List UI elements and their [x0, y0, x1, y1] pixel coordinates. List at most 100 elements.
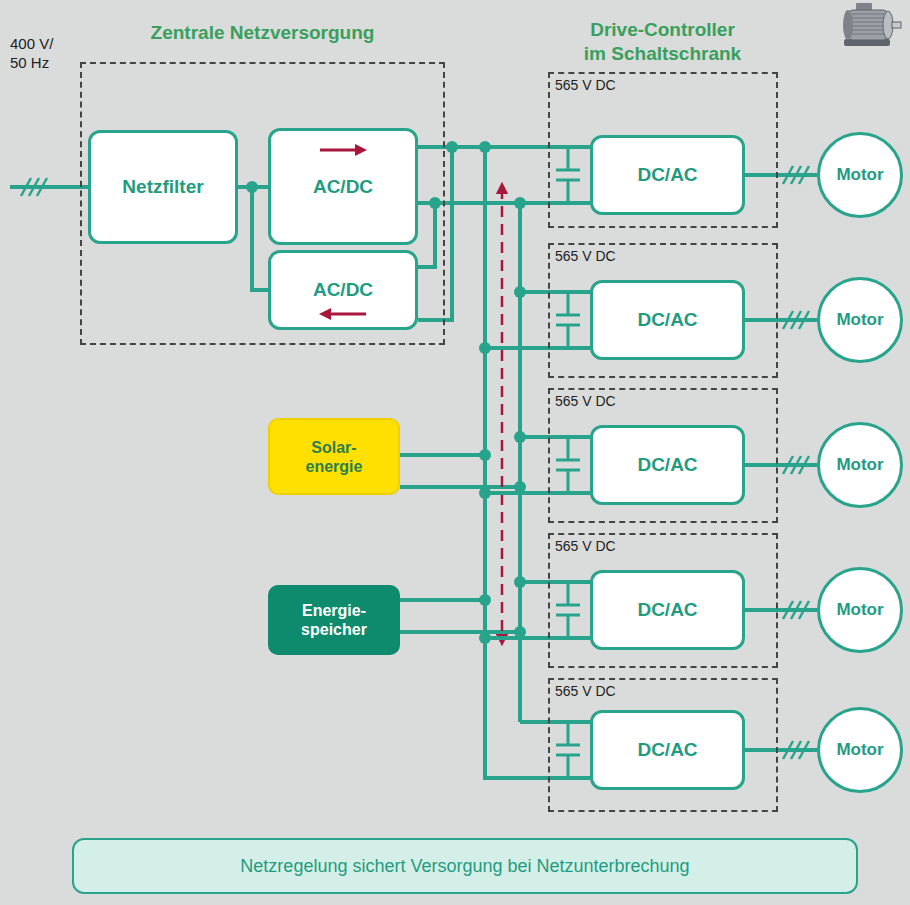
solar-box: Solar- energie [268, 418, 400, 495]
motor-cable [745, 608, 817, 612]
three-phase-mark [791, 456, 801, 474]
node-label: Energie- speicher [290, 601, 378, 639]
junction-dot [514, 286, 526, 298]
node-label: DC/AC [637, 599, 697, 621]
three-phase-mark [783, 456, 793, 474]
dc-rail [520, 580, 590, 584]
dc-rail [418, 203, 435, 267]
column-heading: Drive-Controller im Schaltschrank [580, 18, 745, 66]
label-holder: 400 V/ 50 Hz [10, 34, 64, 72]
motor-photo-fins [852, 14, 884, 34]
three-phase-mark [37, 178, 47, 196]
group-heading: 565 V DC [555, 538, 781, 554]
dc-rail [520, 435, 590, 439]
mains-line [10, 185, 88, 189]
motor-photo-feet [844, 39, 890, 46]
converter-box: AC/DC [268, 128, 418, 245]
inverter-box: DC/AC [590, 570, 745, 650]
group-heading: 565 V DC [555, 683, 781, 699]
three-phase-mark [791, 601, 801, 619]
group-heading: 565 V DC [555, 248, 781, 264]
three-phase-mark [799, 311, 809, 329]
motor-cable [745, 748, 817, 752]
three-phase-mark [799, 456, 809, 474]
storage-box: Energie- speicher [268, 585, 400, 655]
three-phase-mark [783, 741, 793, 759]
controller-group: 565 V DC DC/AC [548, 533, 778, 668]
junction-dot [514, 431, 526, 443]
dc-bus-wire [238, 187, 268, 290]
node-label: AC/DC [313, 279, 373, 301]
motor-cable [745, 318, 817, 322]
capacitor-symbol [556, 292, 580, 348]
three-phase-mark [799, 166, 809, 184]
three-phase-mark [799, 601, 809, 619]
three-phase-mark [783, 601, 793, 619]
motor-circle: Motor [817, 567, 903, 653]
node-label: AC/DC [313, 176, 373, 198]
group-heading: 565 V DC [555, 77, 781, 93]
supply-rating: 400 V/ 50 Hz [10, 34, 64, 72]
node-label: Motor [836, 165, 883, 185]
motor-photo-fan-cover [843, 10, 853, 40]
label-holder: Drive-Controller im Schaltschrank [580, 18, 745, 66]
group-heading: 565 V DC [555, 393, 781, 409]
direction-arrow-head [355, 144, 367, 156]
node-label: DC/AC [637, 454, 697, 476]
capacitor-symbol [556, 147, 580, 203]
capacitor-symbol [556, 722, 580, 778]
dc-bus-wire [400, 455, 590, 493]
three-phase-mark [29, 178, 39, 196]
capacitor-symbol [556, 582, 580, 638]
inverter-box: DC/AC [590, 710, 745, 790]
note-band: Netzregelung sichert Versorgung bei Netz… [72, 838, 858, 894]
node-label: Netzregelung sichert Versorgung bei Netz… [240, 855, 689, 877]
node-label: DC/AC [637, 309, 697, 331]
dc-bus [518, 203, 522, 722]
controller-group: 565 V DC DC/AC [548, 243, 778, 378]
motor-photo-terminal [856, 3, 872, 12]
three-phase-mark [791, 741, 801, 759]
motor-cable [745, 173, 817, 177]
motor-circle: Motor [817, 707, 903, 793]
inverter-box: DC/AC [590, 280, 745, 360]
motor-circle: Motor [817, 132, 903, 218]
node-label: Motor [836, 740, 883, 760]
motor-circle: Motor [817, 277, 903, 363]
dc-rail [520, 290, 590, 294]
node-label: DC/AC [637, 164, 697, 186]
dc-bus-wire [400, 600, 590, 638]
motor-circle: Motor [817, 422, 903, 508]
node-label: Motor [836, 455, 883, 475]
inverter-box: DC/AC [590, 425, 745, 505]
converter-box: AC/DC [268, 250, 418, 330]
node-label: Motor [836, 600, 883, 620]
inverter-box: DC/AC [590, 135, 745, 215]
energy-flow-arrow [501, 188, 504, 640]
motor-cable [745, 463, 817, 467]
capacitor-symbol [556, 437, 580, 493]
controller-group: 565 V DC DC/AC [548, 72, 778, 228]
junction-dot [514, 576, 526, 588]
three-phase-mark [791, 166, 801, 184]
dc-bus-wire [400, 348, 590, 600]
motor-photo-body [848, 10, 888, 40]
junction-dot [429, 197, 441, 209]
three-phase-mark [791, 311, 801, 329]
group-heading: Zentrale Netzversorgung [82, 22, 443, 44]
direction-arrow [320, 149, 357, 152]
node-label: DC/AC [637, 739, 697, 761]
dc-bus-wire [400, 455, 590, 778]
motor-photo-flange [883, 11, 893, 39]
node-label: Solar- energie [296, 438, 372, 476]
supply-group: Zentrale NetzversorgungNetzfilterAC/DCAC… [80, 62, 445, 345]
dc-rail [520, 720, 590, 724]
three-phase-mark [21, 178, 31, 196]
direction-arrow-head [319, 308, 331, 320]
three-phase-mark [783, 166, 793, 184]
three-phase-mark [799, 741, 809, 759]
node-label: Netzfilter [122, 176, 203, 198]
